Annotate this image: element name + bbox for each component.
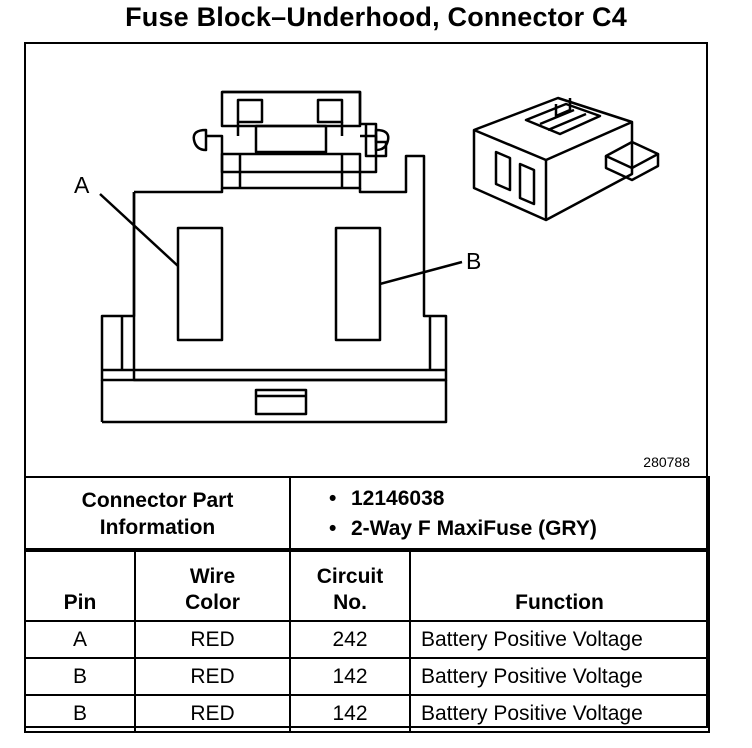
connector-drawing (99, 90, 660, 424)
header-function: Function (409, 548, 710, 622)
header-wire-line1: Wire (189, 565, 236, 588)
part-number: 12146038 (351, 487, 445, 510)
header-circuit-line1: Circuit (316, 565, 384, 588)
table-row: B RED 142 Battery Positive Voltage (24, 694, 710, 733)
function-cell: Battery Positive Voltage (409, 694, 710, 733)
description-line: • 2-Way F MaxiFuse (GRY) (329, 514, 708, 544)
pin-cell: B (24, 657, 136, 696)
header-circuit: Circuit No. (289, 548, 411, 622)
header-circuit-line2: No. (333, 591, 367, 614)
terminal-a-slot (176, 226, 224, 342)
figure-id: 280788 (643, 454, 690, 470)
part-number-line: • 12146038 (329, 484, 708, 514)
callout-a: A (74, 172, 90, 198)
connector-figure: A B 280788 (26, 44, 706, 478)
pin-cell: B (24, 694, 136, 733)
circuit-cell: 142 (289, 657, 411, 696)
connector-info-label-line1: Connector Part (81, 489, 234, 512)
pin-cell: A (24, 620, 136, 659)
connector-sheet: A B 280788 Connector Part Information • 1… (24, 42, 710, 733)
table-row: A RED 242 Battery Positive Voltage (24, 620, 710, 659)
circuit-cell: 242 (289, 620, 411, 659)
connector-info-label-line2: Information (99, 516, 216, 539)
function-cell: Battery Positive Voltage (409, 620, 710, 659)
terminal-b-slot (334, 226, 382, 342)
header-pin: Pin (24, 548, 136, 622)
page-title: Fuse Block–Underhood, Connector C4 (125, 2, 627, 32)
pin-table: Pin Wire Color Circuit No. Function A RE… (24, 548, 710, 733)
wire-color-cell: RED (134, 694, 291, 733)
connector-info-label: Connector Part Information (24, 476, 291, 552)
wire-color-cell: RED (134, 657, 291, 696)
connector-info-table: Connector Part Information • 12146038 • 2-… (24, 476, 710, 552)
header-wire-color: Wire Color (134, 548, 291, 622)
connector-info-values: • 12146038 • 2-Way F MaxiFuse (GRY) (289, 476, 710, 552)
pin-table-header: Pin Wire Color Circuit No. Function (24, 548, 710, 622)
connector-description: 2-Way F MaxiFuse (GRY) (351, 517, 597, 540)
wire-color-cell: RED (134, 620, 291, 659)
bullet-glyph: • (329, 517, 337, 540)
connector-front-view (99, 90, 463, 424)
connector-perspective-view (472, 96, 660, 222)
circuit-cell: 142 (289, 694, 411, 733)
function-cell: Battery Positive Voltage (409, 657, 710, 696)
header-wire-line2: Color (185, 591, 240, 614)
callout-b: B (466, 248, 482, 274)
bullet-glyph: • (329, 487, 337, 510)
table-row: B RED 142 Battery Positive Voltage (24, 657, 710, 696)
